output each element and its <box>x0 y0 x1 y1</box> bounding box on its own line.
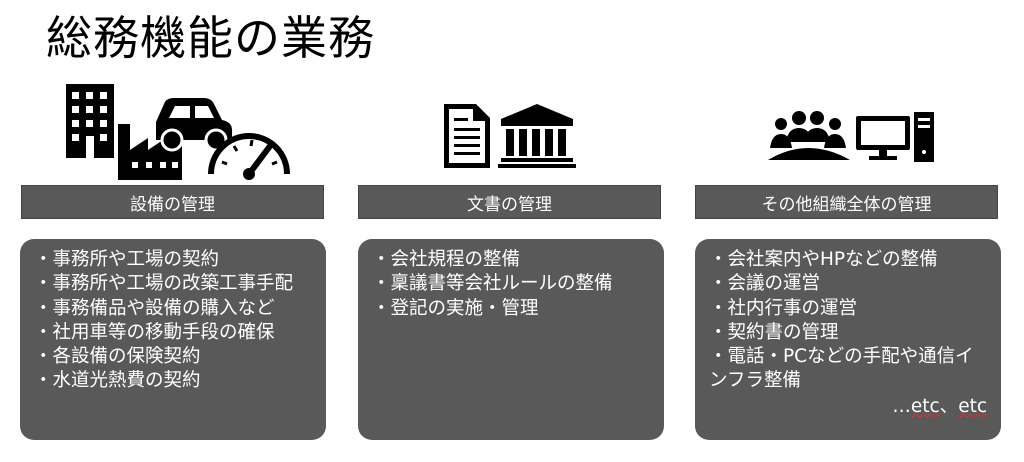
list-item: ・社内行事の運営 <box>709 297 858 319</box>
list-item: ・水道光熱費の契約 <box>34 370 201 392</box>
facilities-tasks-box: ・事務所や工場の契約 ・事務所や工場の改築工事手配 ・事務備品や設備の購入など … <box>20 239 326 440</box>
list-item: ・契約書の管理 <box>709 321 839 343</box>
documents-tasks-box: ・会社規程の整備 ・稟議書等会社ルールの整備 ・登記の実施・管理 <box>358 239 664 440</box>
speedometer-icon <box>208 133 290 180</box>
page-title: 総務機能の業務 <box>46 11 375 65</box>
etc-note: …etc、etc <box>892 392 987 418</box>
document-icon <box>444 104 490 168</box>
list-item: ・会社規程の整備 <box>372 249 521 270</box>
list-item: ・稟議書等会社ルールの整備 <box>372 273 613 295</box>
list-item: ・事務所や工場の契約 <box>34 249 220 270</box>
car-icon <box>156 98 232 152</box>
computer-icon <box>856 112 934 162</box>
etc-prefix: … <box>892 396 911 417</box>
list-item: ・電話・PCなどの手配や通信インフラ整備 <box>709 346 974 392</box>
etc-word: etc <box>958 396 987 417</box>
list-item: ・会社案内やHPなどの整備 <box>709 249 938 270</box>
list-item: ・事務備品や設備の購入など <box>34 297 275 319</box>
list-item: ・会議の運営 <box>709 273 821 295</box>
organization-icons <box>766 108 938 164</box>
list-item: ・登記の実施・管理 <box>372 297 539 319</box>
list-item: ・各設備の保険契約 <box>34 346 201 368</box>
facilities-header: 設備の管理 <box>21 185 324 219</box>
facilities-icons <box>66 84 296 180</box>
etc-word: etc <box>910 396 940 417</box>
organization-header: その他組織全体の管理 <box>695 185 998 219</box>
list-item: ・社用車等の移動手段の確保 <box>34 321 275 343</box>
bank-icon <box>498 104 576 168</box>
building-icon <box>66 84 114 158</box>
documents-header: 文書の管理 <box>358 185 661 219</box>
list-item: ・事務所や工場の改築工事手配 <box>34 273 294 295</box>
organization-tasks-box: ・会社案内やHPなどの整備 ・会議の運営 ・社内行事の運営 ・契約書の管理 ・電… <box>695 239 1001 440</box>
meeting-icon <box>768 111 850 160</box>
etc-separator: 、 <box>939 396 959 417</box>
documents-icons <box>440 104 576 168</box>
